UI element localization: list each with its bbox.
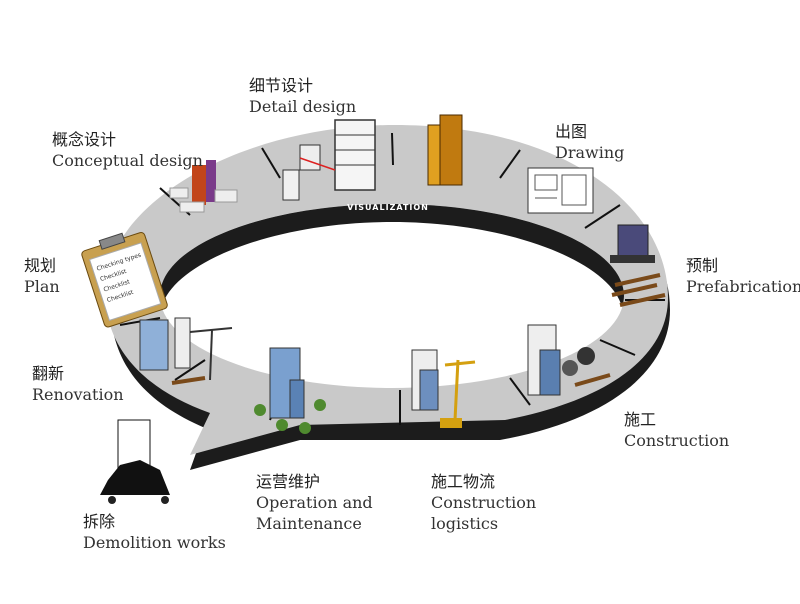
stage-label-zh: 运营维护 <box>256 472 321 491</box>
conceptual-models-icon <box>169 160 238 213</box>
stage-label-zh: 概念设计 <box>52 130 117 149</box>
stage-label-en: Renovation <box>32 384 124 404</box>
stage-label-en: Drawing <box>555 142 625 162</box>
renovation-crane-icon <box>139 317 233 385</box>
operation-building-icon <box>254 347 326 434</box>
crane-logistics-icon <box>411 349 476 428</box>
drawing-sheet-icon <box>527 167 594 214</box>
stage-label-en: Plan <box>24 276 60 296</box>
detail-design-building-icon <box>282 119 376 201</box>
stage-label-detail-design: 细节设计 Detail design <box>249 76 356 118</box>
prefabrication-machine-icon <box>610 224 666 307</box>
stage-label-demolition-works: 拆除 Demolition works <box>83 512 226 554</box>
ring-inner-lip <box>160 204 624 307</box>
demolition-rubble-icon <box>100 419 170 504</box>
ring-hole <box>160 204 624 388</box>
ring-band-text: VISUALIZATION <box>347 203 429 212</box>
stage-label-operation-maintenance: 运营维护 Operation and Maintenance <box>256 472 391 534</box>
stage-label-zh: 拆除 <box>83 512 116 531</box>
stage-label-en: Detail design <box>249 96 357 116</box>
stage-label-conceptual-design: 概念设计 Conceptual design <box>52 130 203 172</box>
stage-label-en: Demolition works <box>83 532 226 552</box>
stage-label-en: Operation and Maintenance <box>256 492 373 533</box>
construction-tower-icon <box>527 324 611 396</box>
stage-label-en: Conceptual design <box>52 150 203 170</box>
stage-label-zh: 翻新 <box>32 364 65 383</box>
stage-label-en: Construction <box>624 430 730 450</box>
stage-label-prefabrication: 预制 Prefabrication <box>686 256 800 298</box>
stage-label-en: Construction logistics <box>431 492 537 533</box>
visualization-building-icon <box>427 114 463 186</box>
stage-label-renovation: 翻新 Renovation <box>32 364 124 406</box>
stage-label-plan: 规划 Plan <box>24 256 60 298</box>
stage-label-zh: 施工 <box>624 410 657 429</box>
stage-label-zh: 规划 <box>24 256 57 275</box>
stage-label-zh: 细节设计 <box>249 76 314 95</box>
plan-clipboard-icon: Checking types Checklist Checklist Check… <box>81 232 168 328</box>
stage-label-drawing: 出图 Drawing <box>555 122 624 164</box>
stage-label-en: Prefabrication <box>686 276 800 296</box>
stage-label-zh: 出图 <box>555 122 588 141</box>
stage-label-construction-logistics: 施工物流 Construction logistics <box>431 472 551 534</box>
stage-label-zh: 预制 <box>686 256 719 275</box>
stage-label-zh: 施工物流 <box>431 472 496 491</box>
stage-label-construction: 施工 Construction <box>624 410 729 452</box>
